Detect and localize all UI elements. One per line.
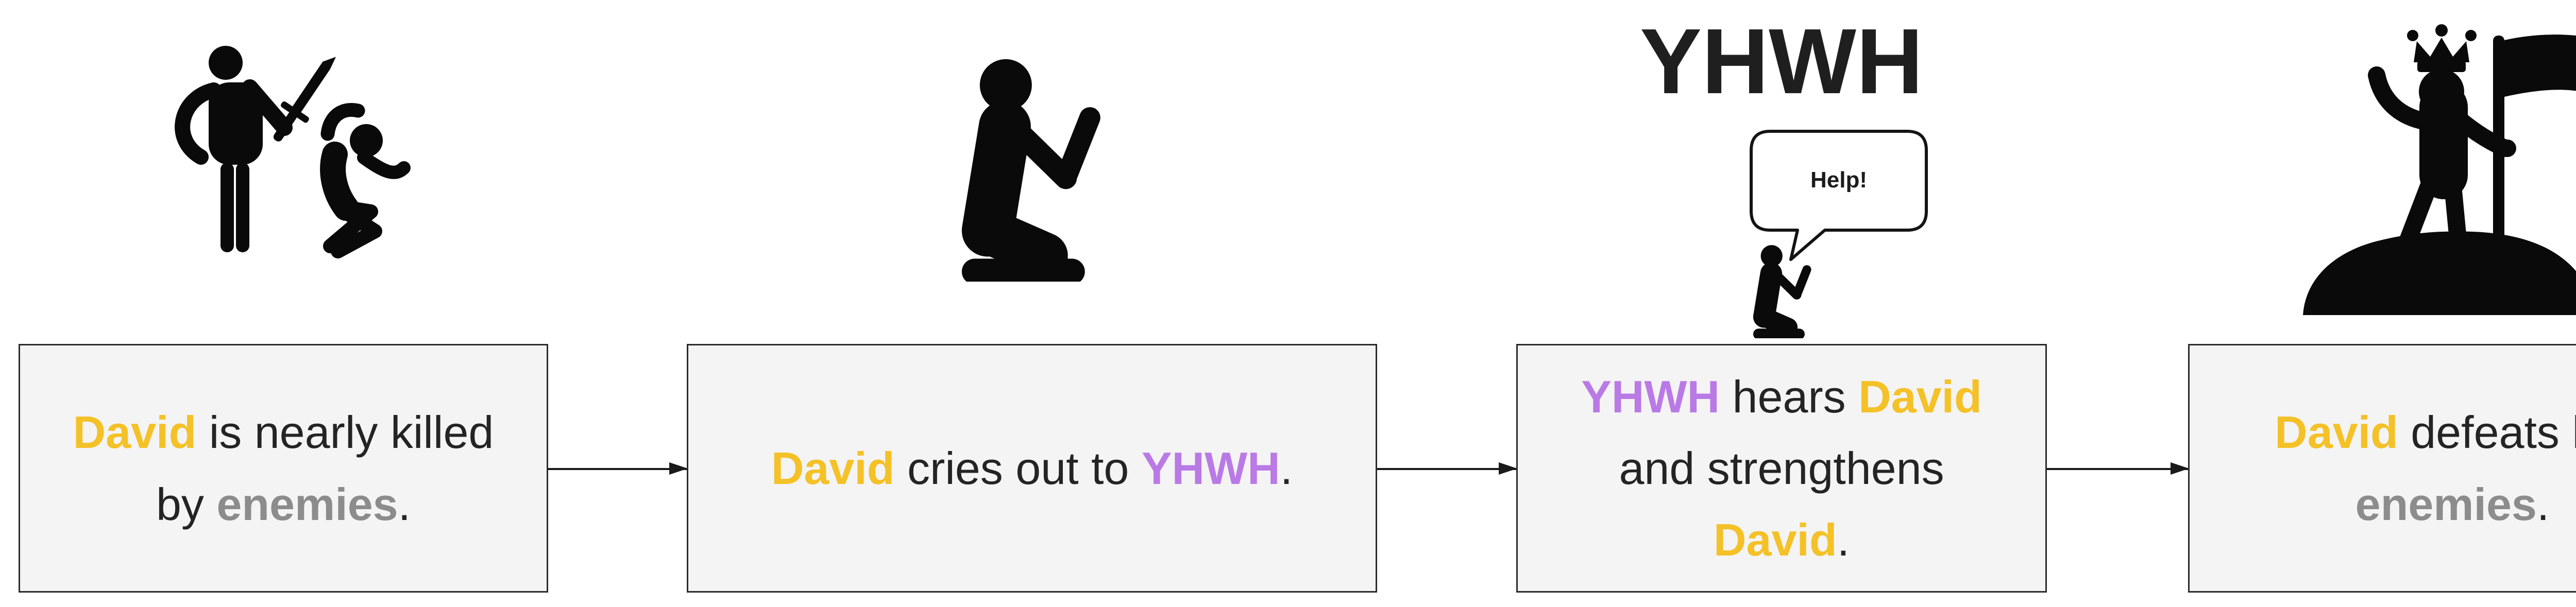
speech-bubble-text: Help! — [1810, 167, 1867, 193]
text-segment: . — [1837, 514, 1850, 566]
box-line: David cries out to YHWH. — [771, 432, 1293, 504]
step-box-david-defeats: David defeats his enemies. — [2188, 344, 2576, 593]
box-line: David defeats his — [2275, 396, 2576, 468]
text-segment: hears — [1720, 371, 1859, 422]
text-segment: enemies — [216, 478, 398, 530]
text-segment: David — [771, 442, 895, 494]
box-line: enemies. — [2355, 469, 2550, 540]
box-line: David is nearly killed — [73, 396, 494, 468]
text-segment: . — [1280, 442, 1293, 494]
yhwh-label: YHWH — [1640, 10, 1923, 113]
victory-king-flag-icon — [2303, 24, 2576, 315]
text-segment: David — [73, 407, 197, 458]
box-line: by enemies. — [156, 469, 411, 540]
flow-arrow-2 — [1377, 462, 1517, 475]
praying-small-icon — [1753, 245, 1811, 338]
speech-bubble-outline — [1750, 130, 1928, 261]
speech-bubble: Help! — [1749, 129, 1929, 264]
flow-arrow-1 — [548, 462, 688, 475]
text-segment: David — [2275, 407, 2398, 458]
sword-attack-icon — [175, 46, 411, 258]
step-box-david-attacked: David is nearly killed by enemies. — [19, 344, 548, 593]
text-segment: YHWH — [1141, 442, 1280, 494]
step-box-yhwh-hears: YHWH hears David and strengthens David. — [1516, 344, 2047, 593]
text-segment: defeats his — [2411, 407, 2576, 458]
step-box-david-cries-out: David cries out to YHWH. — [687, 344, 1377, 593]
text-segment: and strengthens — [1619, 442, 1944, 494]
text-segment: David — [1713, 514, 1837, 566]
text-segment: by — [156, 478, 217, 530]
box-line: David. — [1714, 504, 1850, 576]
flow-arrow-3 — [2047, 462, 2189, 475]
text-segment: cries out to — [894, 442, 1142, 494]
text-segment: enemies — [2355, 478, 2537, 530]
text-segment: . — [398, 478, 411, 530]
praying-icon — [961, 59, 1100, 282]
text-segment: is nearly killed — [196, 407, 494, 458]
box-line: YHWH hears David — [1581, 361, 1982, 432]
text-segment: YHWH — [1581, 371, 1720, 422]
text-segment: David — [1858, 371, 1982, 422]
box-line: and strengthens — [1619, 432, 1944, 504]
text-segment: . — [2536, 478, 2550, 530]
